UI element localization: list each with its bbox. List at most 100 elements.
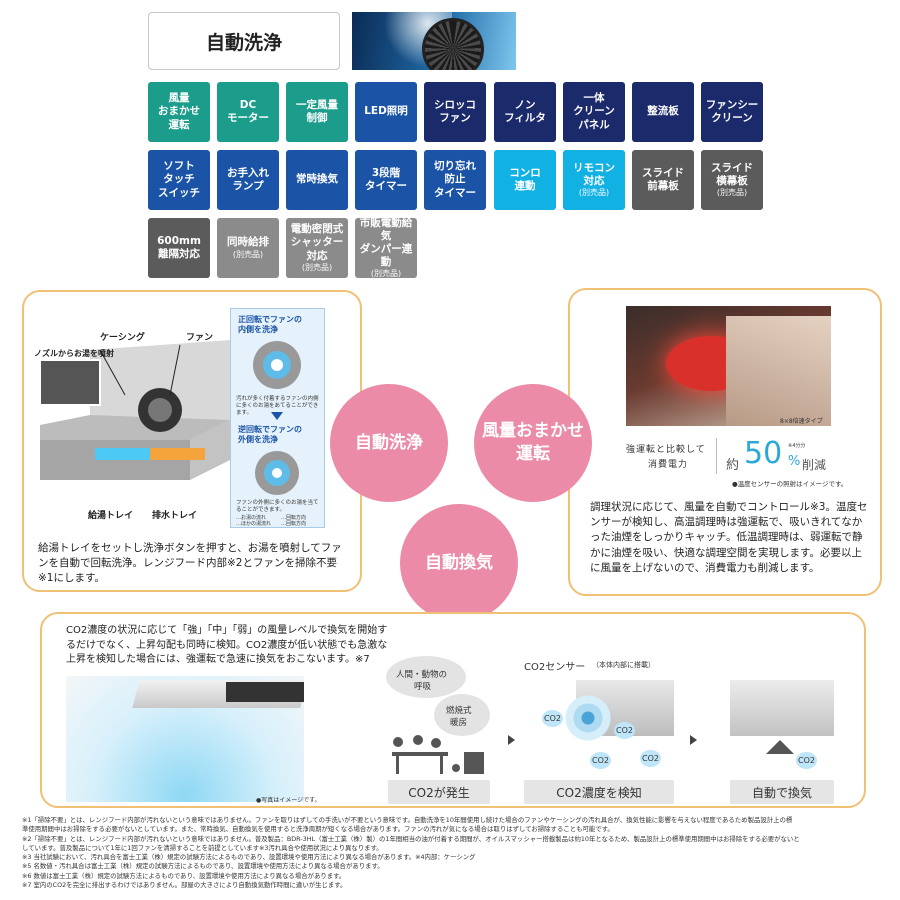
casing-label: ケーシング [100, 333, 145, 343]
feature-tile: 風量おまかせ運転 [148, 82, 210, 142]
feature-tile: LED照明 [355, 82, 417, 142]
feature-tile-label: 連動 [514, 180, 536, 192]
percent-unit: % [788, 454, 801, 469]
feature-tile-label: クリーン [711, 112, 753, 124]
feature-tile-label: タイマー [365, 180, 407, 192]
feature-tile: 整流板 [632, 82, 694, 142]
step2-bar: CO2濃度を検知 [524, 780, 674, 804]
co2-bubble-d: CO2 [640, 750, 661, 767]
sensor-note: ●温度センサーの照射はイメージです。 [732, 480, 848, 488]
feature-tile-label: 対応 [583, 175, 605, 187]
fan-label: ファン [186, 333, 214, 343]
feature-tile-label: 風量 [168, 92, 190, 105]
feature-tile-label: ノン [514, 98, 536, 111]
heater-bubble [434, 694, 490, 736]
forward-note: 汚れが多く付着するファンの内側に多くのお湯をあてることができます。 [236, 396, 319, 417]
feature-tile: シロッコファン [424, 82, 486, 142]
feature-tile-label: フィルタ [504, 112, 546, 124]
auto-ventilation-circle: 自動換気 [400, 504, 518, 622]
footnote-line: 準使用期間中はお掃除をする必要がないとしています。また、常時換気、自動換気を使用… [22, 825, 614, 834]
feature-tile-sublabel: (別売品) [716, 188, 748, 198]
feature-tile-label: ランプ [232, 180, 264, 192]
feature-tile-label: お手入れ [227, 166, 269, 179]
up-arrow-icon [766, 740, 794, 754]
feature-tile-label: 離隔対応 [158, 248, 200, 260]
footnote-line: ※5 名数値・汚れ具合は富士工業（株）規定の試験方法によるものであり、設置環境や… [22, 862, 384, 871]
feature-tile-label: 一定風量 [296, 98, 338, 111]
legend-b: …回転方向 [281, 515, 307, 521]
co2-bubble-e: CO2 [796, 752, 817, 769]
legend-c: …ほかの湯流れ [236, 521, 272, 527]
feature-tile-label: ファン [439, 112, 471, 124]
feature-tile-label: 横幕板 [716, 175, 748, 187]
family-table-icon [392, 735, 484, 774]
auto-ventilation-circle-label: 自動換気 [425, 552, 493, 573]
page-title: 自動洗浄 [148, 12, 340, 70]
feature-tile: ファンシークリーン [701, 82, 763, 142]
feature-tile-label: 整流板 [647, 105, 679, 118]
compare-text-2: 消費電力 [648, 460, 689, 470]
feature-tile-label: DC [239, 98, 257, 111]
compare-text-1: 強運転と比較して [626, 445, 706, 455]
reverse-rotation-title: 逆回転でファンの [238, 425, 302, 434]
feature-tile: ソフトタッチスイッチ [148, 150, 210, 210]
step3-label: 自動で換気 [751, 785, 812, 800]
auto-wash-description: 給湯トレイをセットし洗浄ボタンを押すと、お湯を噴射してファンを自動で回転洗浄。レ… [38, 542, 342, 585]
airflow-circle-label-2: 運転 [516, 444, 550, 464]
feature-tile: 常時換気 [286, 150, 348, 210]
fan-icon [422, 18, 484, 70]
breath-bubble [386, 656, 466, 698]
feature-tile: 市販電動給気ダンパー連動(別売品) [355, 217, 417, 278]
feature-tile: リモコン対応(別売品) [563, 150, 625, 210]
reverse-note: ファンの外側に多くのお湯を当てることができます。 [236, 500, 319, 514]
photo-note: ●写真はイメージです。 [256, 797, 321, 804]
co2-sensor-label: CO2センサー [524, 662, 586, 673]
reverse-rotation-title-2: 外側を洗浄 [238, 435, 278, 444]
feature-tile-label: スライド [642, 166, 684, 179]
feature-tile-sublabel: (別売品) [232, 249, 264, 259]
feature-tile-label: 一体 [583, 92, 605, 105]
hood-airflow-photo [66, 676, 304, 802]
footnote-line: ※7 室内のCO2を完全に排出するわけではありません。部屋の大きさにより自動換気… [22, 880, 347, 889]
hood-vent-illustration [730, 680, 834, 736]
feature-tile-label: 切り忘れ [434, 160, 476, 173]
down-arrow-icon [271, 412, 283, 420]
nozzle-label: ノズルからお湯を噴射 [34, 349, 114, 358]
feature-tile: 同時給排(別売品) [217, 218, 279, 278]
legend-d: …回転方向 [281, 521, 307, 527]
co2-sensor-note: （本体内部に搭載） [592, 661, 655, 669]
footnote-line: ※2「掃除不要」とは、レンジフード内部が汚れないという意味ではありません。普及製… [22, 834, 800, 843]
feature-tile-label: 防止 [444, 173, 466, 186]
feature-tile-label: 電動密閉式 [290, 223, 344, 236]
cooking-photo [626, 306, 831, 426]
feature-tile-label: ファンシー [705, 98, 759, 111]
breath-label-1: 人間・動物の [396, 670, 448, 680]
feature-tile-sublabel: (別売品) [578, 188, 610, 198]
heater-type-badge: 8×8倍速タイプ [780, 418, 823, 425]
footnote-line: ※1「掃除不要」とは、レンジフード内部が汚れないという意味ではありません。ファン… [22, 816, 793, 824]
percent-note: ※4分分 [788, 443, 806, 449]
feature-tile-label: ダンパー連動 [359, 243, 413, 269]
feature-tile-sublabel: (別売品) [301, 262, 333, 272]
arrow-right-icon [508, 735, 515, 745]
feature-tile: 一体クリーンパネル [563, 82, 625, 142]
approx-label: 約 [726, 458, 740, 473]
range-hood-diagram [39, 340, 230, 480]
footnote-line: しています。普及製品について1年に1回ファンを清掃することを前提としています※3… [22, 843, 383, 852]
feature-tile-label: タッチ [163, 173, 195, 186]
feature-tile-label: 運転 [168, 118, 190, 131]
auto-wash-circle-label: 自動洗浄 [355, 432, 423, 453]
co2-bubble-c: CO2 [590, 752, 611, 769]
feature-tile-label: 前幕板 [647, 180, 679, 192]
feature-tile-label: クリーン [573, 105, 615, 118]
auto-ventilation-description: CO2濃度の状況に応じて「強」「中」「弱」の風量レベルで換気を開始するだけでなく… [66, 625, 388, 665]
arrow-right-icon-2 [690, 735, 697, 745]
footnote-line: ※3 当社試験において、汚れ具合を富士工業（株）規定の試験方法によるものであり、… [22, 853, 476, 862]
hero-fan-wash-image [352, 12, 516, 70]
heater-label-1: 燃焼式 [446, 706, 472, 716]
feature-tile-label: スイッチ [158, 186, 200, 199]
forward-rotation-title-2: 内側を洗浄 [238, 325, 278, 334]
feature-tile-label: シャッター対応 [290, 236, 344, 262]
step2-label: CO2濃度を検知 [556, 785, 642, 800]
